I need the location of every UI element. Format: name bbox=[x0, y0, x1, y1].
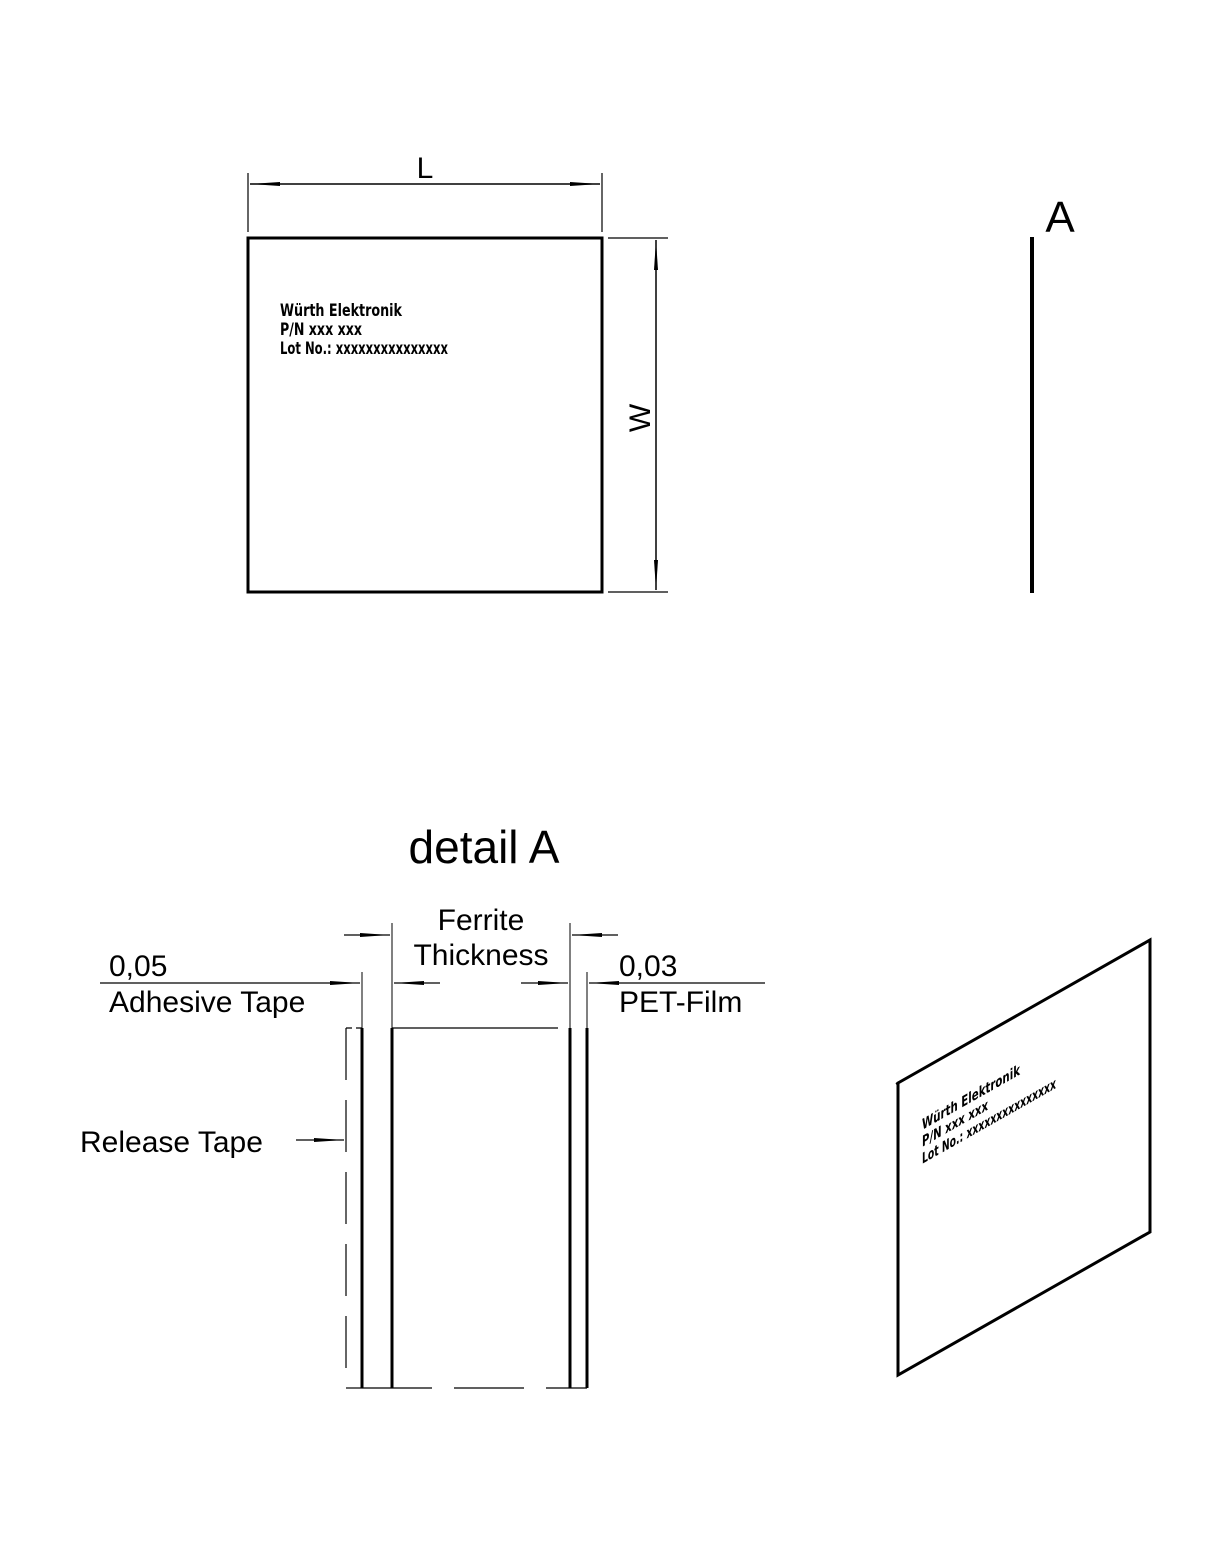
iso-sheet-thickness bbox=[895, 939, 1151, 1085]
marking-line-3: Lot No.: xxxxxxxxxxxxxxx bbox=[280, 339, 448, 359]
release-label: Release Tape bbox=[80, 1126, 263, 1159]
detail-a: detail A Ferrite Thickness 0,05 Adhesive… bbox=[80, 821, 765, 1389]
adhesive-label: Adhesive Tape bbox=[109, 986, 305, 1019]
layer-stack bbox=[345, 1027, 589, 1389]
adhesive-value: 0,05 bbox=[109, 950, 167, 983]
marking-line-1: Würth Elektronik bbox=[280, 301, 403, 321]
section-label-a: A bbox=[1045, 193, 1075, 242]
ferrite-sheet-outline bbox=[246, 236, 604, 594]
iso-view: Würth Elektronik P/N xxx xxx Lot No.: xx… bbox=[895, 937, 1152, 1378]
ferrite-label-line-1: Ferrite bbox=[438, 904, 525, 937]
top-view: L W Würth Elektronik P/N xxx xxx Lot No.… bbox=[246, 152, 668, 594]
pet-label: PET-Film bbox=[619, 986, 742, 1019]
detail-title: detail A bbox=[409, 821, 560, 873]
length-label: L bbox=[417, 152, 434, 185]
width-label: W bbox=[624, 403, 657, 432]
side-view: A bbox=[1030, 193, 1075, 593]
ferrite-label-line-2: Thickness bbox=[413, 939, 548, 972]
marking-line-2: P/N xxx xxx bbox=[280, 320, 362, 340]
pet-value: 0,03 bbox=[619, 950, 677, 983]
